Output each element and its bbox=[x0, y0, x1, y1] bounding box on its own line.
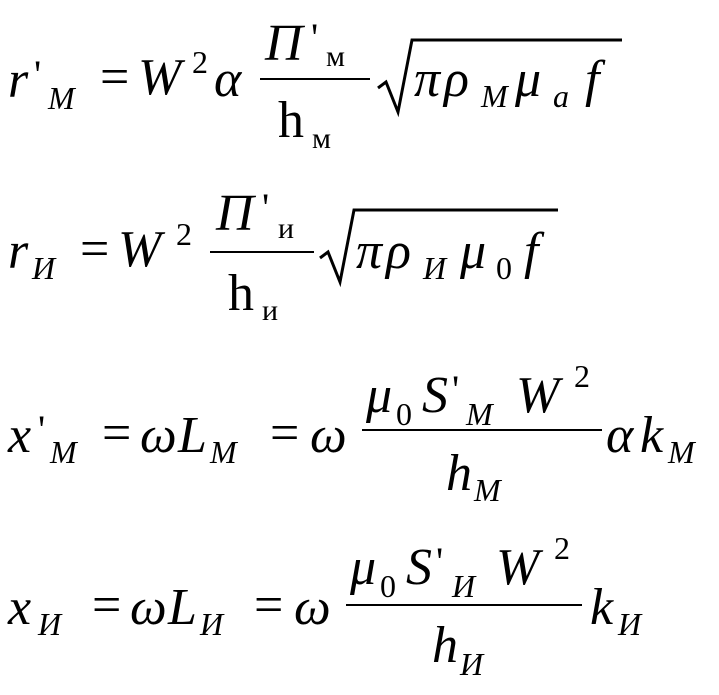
numerator-mu: μ bbox=[366, 367, 393, 424]
radicand-pi: π bbox=[414, 51, 441, 108]
equals-sign: = bbox=[92, 577, 122, 634]
radicand-mu: μ bbox=[460, 223, 487, 280]
denominator-main: h bbox=[228, 265, 254, 322]
radicand-rho: ρ bbox=[444, 51, 469, 108]
numerator-main: П bbox=[265, 15, 303, 72]
denominator-h-subscript: М bbox=[474, 472, 501, 508]
omega-2: ω bbox=[294, 579, 331, 636]
tail-k-subscript: М bbox=[668, 434, 695, 470]
lhs-subscript: И bbox=[32, 250, 56, 286]
equals-sign: = bbox=[100, 49, 130, 106]
inductance-subscript: И bbox=[200, 606, 224, 642]
inductance-subscript: М bbox=[210, 434, 237, 470]
radicand-pi: π bbox=[356, 223, 383, 280]
lhs-prime: ' bbox=[38, 407, 46, 452]
formula-r-prime-m: r ' М = W 2 α П ' м h м π ρ М μ a f bbox=[0, 0, 719, 170]
lhs-symbol: x bbox=[8, 579, 32, 636]
inductance-l: L bbox=[168, 579, 197, 636]
numerator-s-prime: ' bbox=[452, 367, 460, 412]
equals-sign-2: = bbox=[270, 405, 300, 462]
fraction-bar bbox=[260, 78, 370, 80]
numerator-mu: μ bbox=[350, 539, 377, 596]
omega-2: ω bbox=[310, 407, 347, 464]
radicand-f: f bbox=[585, 51, 600, 108]
radicand-mu-subscript: a bbox=[553, 78, 569, 114]
coef-exponent: 2 bbox=[176, 216, 192, 252]
denominator-subscript: м bbox=[312, 122, 331, 155]
numerator-w-exponent: 2 bbox=[554, 530, 570, 566]
square-root-sign bbox=[319, 208, 558, 288]
fraction-bar bbox=[346, 604, 582, 606]
denominator-h-subscript: И bbox=[460, 646, 484, 682]
numerator-subscript: м bbox=[326, 40, 345, 73]
lhs-subscript: М bbox=[48, 80, 75, 116]
numerator-w: W bbox=[516, 367, 560, 424]
tail-k: k bbox=[640, 407, 664, 464]
numerator-s-subscript: И bbox=[452, 568, 476, 604]
denominator-main: h bbox=[278, 92, 304, 149]
lhs-symbol: r bbox=[8, 52, 29, 109]
denominator-subscript: и bbox=[262, 294, 279, 327]
numerator-subscript: и bbox=[278, 212, 295, 245]
omega: ω bbox=[130, 579, 167, 636]
tail-alpha: α bbox=[606, 407, 634, 464]
fraction-bar bbox=[362, 429, 602, 431]
numerator-prime: ' bbox=[311, 15, 319, 60]
radicand-rho-subscript: М bbox=[481, 78, 508, 114]
lhs-symbol: x bbox=[8, 407, 32, 464]
numerator-mu-subscript: 0 bbox=[380, 568, 396, 604]
lhs-prime: ' bbox=[34, 52, 42, 97]
denominator-h: h bbox=[432, 617, 458, 674]
numerator-main: П bbox=[216, 185, 254, 242]
numerator-w-exponent: 2 bbox=[574, 358, 590, 394]
radicand-f: f bbox=[524, 223, 539, 280]
lhs-symbol: r bbox=[8, 223, 29, 280]
radicand-rho-subscript: И bbox=[423, 250, 447, 286]
lhs-subscript: М bbox=[50, 434, 77, 470]
numerator-w: W bbox=[496, 539, 540, 596]
equals-sign-2: = bbox=[254, 577, 284, 634]
numerator-mu-subscript: 0 bbox=[396, 396, 412, 432]
formula-r-i: r И = W 2 П ' и h и π ρ И μ 0 f bbox=[0, 172, 719, 342]
numerator-s: S bbox=[406, 539, 432, 596]
coef-w: W bbox=[138, 49, 182, 106]
square-root-sign bbox=[377, 38, 622, 118]
denominator-h: h bbox=[446, 445, 472, 502]
tail-k: k bbox=[590, 579, 614, 636]
radicand-mu-subscript: 0 bbox=[496, 250, 512, 286]
coef-exponent: 2 bbox=[192, 44, 208, 80]
numerator-prime: ' bbox=[262, 185, 270, 230]
equals-sign: = bbox=[80, 221, 110, 278]
inductance-l: L bbox=[178, 407, 207, 464]
numerator-s-subscript: М bbox=[466, 396, 493, 432]
coef-w: W bbox=[118, 221, 162, 278]
tail-k-subscript: И bbox=[618, 606, 642, 642]
numerator-s-prime: ' bbox=[436, 539, 444, 584]
lhs-subscript: И bbox=[38, 606, 62, 642]
omega: ω bbox=[140, 407, 177, 464]
formula-x-i: x И = ω L И = ω μ 0 S ' И W 2 h И k И bbox=[0, 520, 719, 690]
numerator-s: S bbox=[422, 367, 448, 424]
fraction-bar bbox=[210, 251, 314, 253]
radicand-mu: μ bbox=[515, 51, 542, 108]
radicand-rho: ρ bbox=[386, 223, 411, 280]
coef-alpha: α bbox=[214, 51, 242, 108]
formula-x-prime-m: x ' М = ω L М = ω μ 0 S ' М W 2 h М α k … bbox=[0, 344, 719, 514]
equals-sign: = bbox=[102, 405, 132, 462]
